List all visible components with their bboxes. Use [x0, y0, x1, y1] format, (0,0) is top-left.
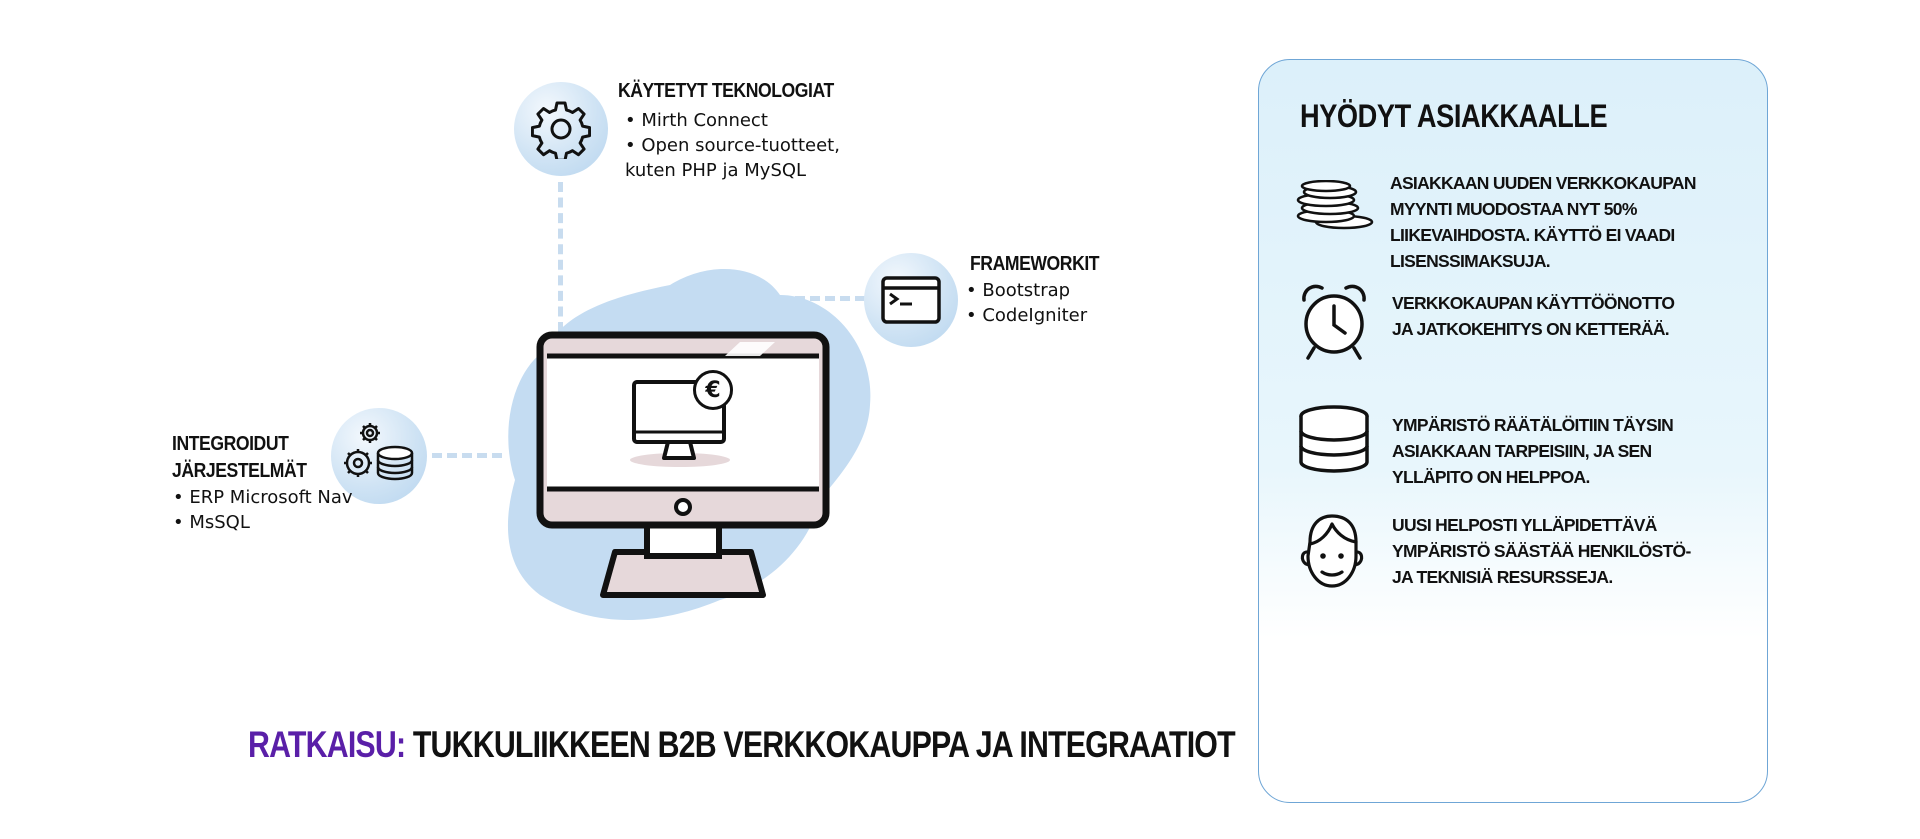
benefit-text: YMPÄRISTÖ RÄÄTÄLÖITIIN TÄYSIN ASIAKKAAN …: [1392, 415, 1674, 487]
benefit-text: VERKKOKAUPAN KÄYTTÖÖNOTTO JA JATKOKEHITY…: [1392, 293, 1675, 339]
frameworks-title: FRAMEWORKIT: [970, 253, 1100, 275]
database-icon: [1299, 405, 1369, 473]
technologies-node: [514, 82, 608, 176]
benefit-text: ASIAKKAAN UUDEN VERKKOKAUPAN MYYNTI MUOD…: [1390, 173, 1696, 271]
technologies-item: kuten PHP ja MySQL: [625, 160, 807, 181]
solution-title: RATKAISU: TUKKULIIKKEEN B2B VERKKOKAUPPA…: [248, 724, 1236, 766]
integrations-node: [331, 408, 427, 504]
technologies-item: • Open source-tuotteet,: [625, 135, 840, 156]
integrations-title-line1: INTEGROIDUT: [172, 433, 289, 455]
gear-icon: [531, 101, 591, 159]
integrations-item: • MsSQL: [173, 512, 250, 533]
terminal-window-icon: [881, 276, 941, 324]
euro-badge: €: [693, 370, 733, 410]
frameworks-node: [864, 253, 958, 347]
frameworks-list: • Bootstrap • CodeIgniter: [966, 278, 1087, 328]
smiling-face-icon: [1300, 514, 1364, 588]
benefits-title: HYÖDYT ASIAKKAALLE: [1300, 98, 1608, 134]
connector-technologies: [558, 182, 563, 332]
integrations-item: • ERP Microsoft Nav: [173, 487, 353, 508]
technologies-list: • Mirth Connect • Open source-tuotteet, …: [625, 108, 840, 183]
technologies-title: KÄYTETYT TEKNOLOGIAT: [618, 80, 834, 102]
integrations-title-line2: JÄRJESTELMÄT: [172, 460, 307, 482]
frameworks-item: • CodeIgniter: [966, 305, 1088, 326]
connector-integrations: [432, 453, 502, 458]
technologies-item: • Mirth Connect: [625, 110, 768, 131]
euro-symbol: €: [705, 377, 721, 403]
frameworks-item: • Bootstrap: [966, 280, 1071, 301]
gears-database-icon: [344, 423, 414, 481]
benefit-text: UUSI HELPOSTI YLLÄPIDETTÄVÄ YMPÄRISTÖ SÄ…: [1392, 515, 1691, 587]
alarm-clock-icon: [1302, 284, 1366, 360]
integrations-list: • ERP Microsoft Nav • MsSQL: [173, 485, 353, 535]
solution-prefix: RATKAISU:: [248, 724, 406, 765]
connector-frameworks: [795, 296, 865, 301]
coins-icon: [1296, 180, 1374, 230]
solution-text: TUKKULIIKKEEN B2B VERKKOKAUPPA JA INTEGR…: [405, 724, 1236, 765]
